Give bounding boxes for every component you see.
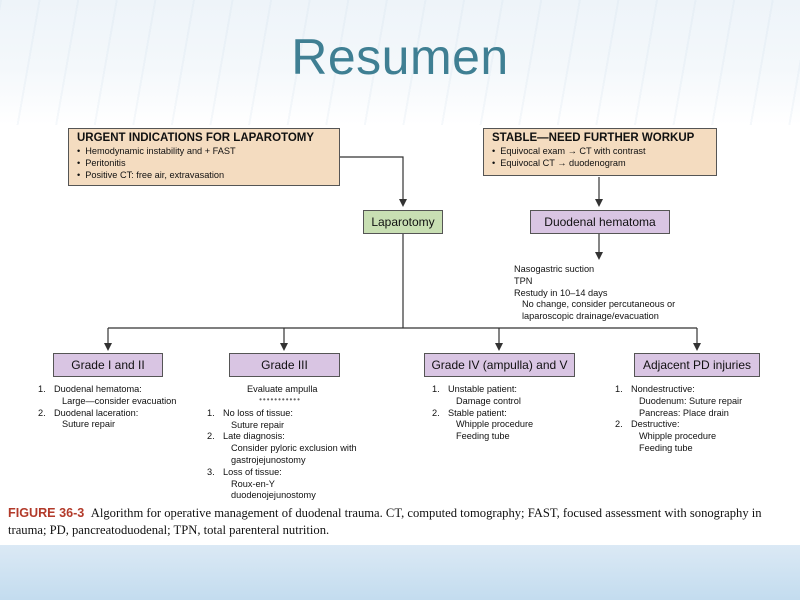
- arrow-urgent-to-laparotomy: [340, 156, 407, 207]
- urgent-indications-heading: URGENT INDICATIONS FOR LAPAROTOMY: [77, 132, 315, 144]
- note-line: Restudy in 10–14 days: [514, 287, 608, 298]
- laparotomy-node: Laparotomy: [363, 210, 443, 234]
- list-item: 1. Duodenal hematoma: Large—consider eva…: [38, 384, 177, 406]
- list-item: Peritonitis: [77, 157, 333, 169]
- list-item: 1. Unstable patient: Damage control: [432, 384, 521, 406]
- list-item: 1. No loss of tissue: Suture repair: [207, 407, 293, 430]
- grade-3-node: Grade III: [229, 353, 340, 377]
- hematoma-notes: Nasogastric suction TPN Restudy in 10–14…: [514, 264, 675, 323]
- grade-1-2-details: 1. Duodenal hematoma: Large—consider eva…: [36, 384, 176, 431]
- slide-title: Resumen: [291, 29, 509, 85]
- urgent-indications-list: Hemodynamic instability and + FAST Perit…: [69, 145, 339, 183]
- evaluate-ampulla-heading: Evaluate ampulla: [247, 384, 318, 394]
- list-item: Equivocal exam → CT with contrast: [492, 145, 710, 157]
- list-item: 2. Late diagnosis: Consider pyloric excl…: [207, 431, 357, 465]
- note-line: No change, consider percutaneous or: [522, 299, 676, 310]
- header-background: [0, 0, 800, 125]
- list-item: Hemodynamic instability and + FAST: [77, 145, 333, 157]
- grade-4-5-details: 1. Unstable patient: Damage control 2. S…: [430, 384, 533, 443]
- dotted-divider: •••••••••••: [259, 394, 301, 404]
- caption-text: Algorithm for operative management of du…: [8, 506, 762, 537]
- stable-workup-list: Equivocal exam → CT with contrast Equivo…: [484, 145, 716, 171]
- list-item: 2. Destructive: Whipple procedure Feedin…: [615, 419, 717, 453]
- grade-3-details: Evaluate ampulla ••••••••••• 1. No loss …: [205, 384, 357, 502]
- note-line: TPN: [514, 275, 533, 286]
- figure-caption: FIGURE 36-3 Algorithm for operative mana…: [8, 505, 793, 539]
- urgent-indications-box: URGENT INDICATIONS FOR LAPAROTOMY Hemody…: [68, 128, 340, 186]
- duodenal-hematoma-node: Duodenal hematoma: [530, 210, 670, 234]
- list-item: 2. Duodenal laceration: Suture repair: [38, 407, 139, 430]
- note-line: laparoscopic drainage/evacuation: [522, 311, 659, 322]
- stable-workup-box: STABLE—NEED FURTHER WORKUP Equivocal exa…: [483, 128, 717, 176]
- figure-label: FIGURE 36-3: [8, 506, 85, 520]
- note-line: Nasogastric suction: [514, 264, 595, 274]
- list-item: 2. Stable patient: Whipple procedure Fee…: [432, 407, 534, 442]
- footer-background: [0, 545, 800, 600]
- adjacent-pd-details: 1. Nondestructive: Duodenum: Suture repa…: [613, 384, 742, 455]
- list-item: Equivocal CT → duodenogram: [492, 157, 710, 169]
- grade-1-2-node: Grade I and II: [53, 353, 163, 377]
- stable-workup-heading: STABLE—NEED FURTHER WORKUP: [492, 132, 695, 144]
- list-item: 1. Nondestructive: Duodenum: Suture repa…: [615, 384, 743, 418]
- list-item: Positive CT: free air, extravasation: [77, 169, 333, 181]
- list-item: 3. Loss of tissue: Roux-en-Y duodenojeju…: [207, 466, 316, 501]
- adjacent-pd-node: Adjacent PD injuries: [634, 353, 760, 377]
- grade-4-5-node: Grade IV (ampulla) and V: [424, 353, 575, 377]
